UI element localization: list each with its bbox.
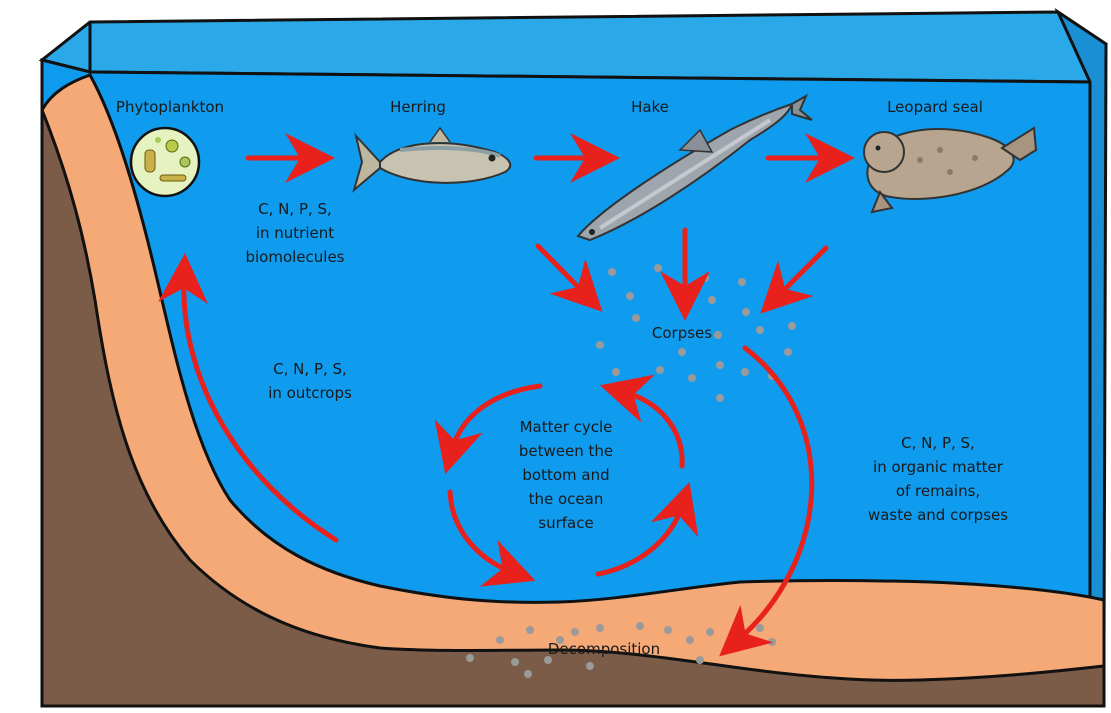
cycle-label-line-2: between the <box>519 442 613 460</box>
cycle-label-line-1: Matter cycle <box>520 418 613 436</box>
phytoplankton-icon <box>131 128 199 196</box>
nutrient-label-line-2: in nutrient <box>256 224 334 242</box>
organic-label-line-4: waste and corpses <box>868 506 1008 524</box>
decomposition-label: Decomposition <box>548 640 660 658</box>
organic-label-line-2: in organic matter <box>873 458 1004 476</box>
corpses-label: Corpses <box>652 324 712 342</box>
nutrient-label-line-1: C, N, P, S, <box>258 200 332 218</box>
organic-label-line-3: of remains, <box>896 482 980 500</box>
cycle-label-line-3: bottom and <box>522 466 609 484</box>
hake-label: Hake <box>631 98 669 116</box>
organic-label-line-1: C, N, P, S, <box>901 434 975 452</box>
phytoplankton-label: Phytoplankton <box>116 98 224 116</box>
outcrops-label-line-1: C, N, P, S, <box>273 360 347 378</box>
outcrops-label-line-2: in outcrops <box>268 384 352 402</box>
cycle-label-line-4: the ocean <box>529 490 604 508</box>
water-top-face <box>42 12 1106 82</box>
cycle-label-line-5: surface <box>538 514 593 532</box>
herring-label: Herring <box>390 98 446 116</box>
leopard-seal-label: Leopard seal <box>887 98 983 116</box>
nutrient-label-line-3: biomolecules <box>245 248 344 266</box>
